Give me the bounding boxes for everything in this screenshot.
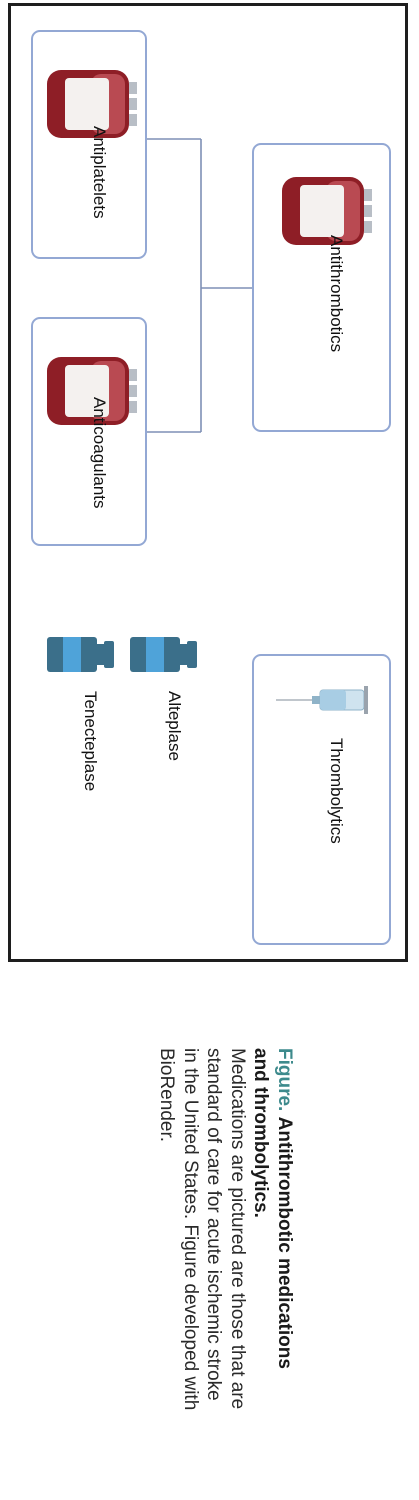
blood-bag-icon [47,357,137,425]
blood-bag-icon [282,177,372,245]
antithrombotics-box: Antithrombotics [252,143,391,432]
alteplase-label: Alteplase [165,691,184,761]
anticoagulants-box: Anticoagulants [31,317,147,546]
antiplatelets-label: Antiplatelets [90,126,109,219]
antithrombotics-label: Antithrombotics [327,235,346,353]
caption-body-line3: in the United States. Figure developed w… [180,1048,201,1411]
thrombolytics-label: Thrombolytics [327,738,346,844]
figure-caption: Figure. Antithrombotic medications and t… [155,1048,296,1410]
caption-title-line2: and thrombolytics. [250,1048,272,1218]
caption-body-line2: standard of care for acute ischemic stro… [203,1048,225,1401]
figure-label: Figure. [274,1048,295,1112]
thrombolytics-box: Thrombolytics [252,654,391,945]
antiplatelets-box: Antiplatelets [31,30,147,259]
caption-body-line4: BioRender. [156,1048,178,1143]
caption-title-line1: Figure. Antithrombotic medications [273,1048,297,1410]
connector-lines [147,138,253,433]
anticoagulants-label: Anticoagulants [90,397,109,509]
blood-bag-icon [47,70,137,138]
caption-title: Antithrombotic medications [274,1116,295,1369]
caption-body-line1: Medications are pictured are those that … [227,1048,248,1410]
tenecteplase-vial-icon [47,637,114,672]
syringe-icon [276,686,368,714]
tenecteplase-label: Tenecteplase [81,691,100,792]
alteplase-vial-icon [130,637,197,672]
